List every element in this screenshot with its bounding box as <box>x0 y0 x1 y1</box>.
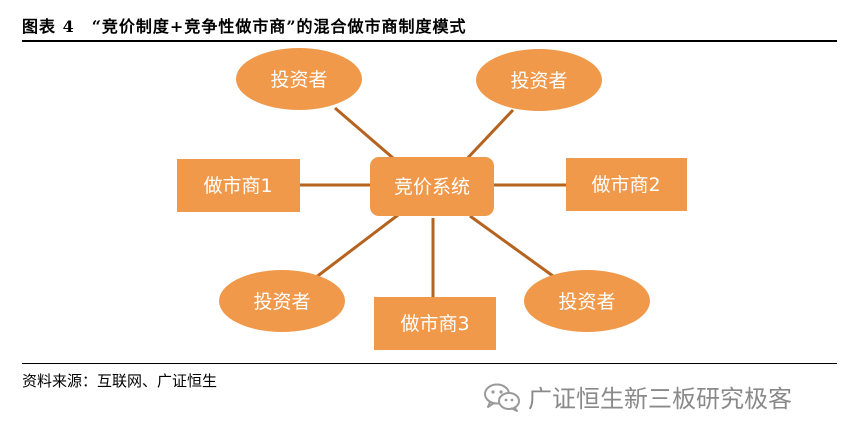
investor-top-left-label: 投资者 <box>270 69 327 91</box>
investor-bottom-right-label: 投资者 <box>558 291 615 313</box>
market-maker-3-node: 做市商3 <box>374 297 496 350</box>
investor-bottom-left-node: 投资者 <box>219 270 345 332</box>
top-rule <box>22 40 837 42</box>
wechat-icon <box>484 383 520 412</box>
connectors <box>300 106 567 297</box>
source-note: 资料来源：互联网、广证恒生 <box>22 372 218 390</box>
investor-top-right-node: 投资者 <box>476 49 602 111</box>
watermark-text: 广证恒生新三板研究极客 <box>528 385 792 413</box>
investor-bottom-right-node: 投资者 <box>524 270 650 332</box>
center-node-label: 竞价系统 <box>394 176 470 198</box>
figure-title: 图表 4 “竞价制度+竞争性做市商”的混合做市商制度模式 <box>22 17 467 36</box>
connector-investor-bottom-right <box>469 214 554 278</box>
market-maker-3-label: 做市商3 <box>400 313 469 335</box>
watermark: 广证恒生新三板研究极客 <box>482 379 792 414</box>
market-maker-2-node: 做市商2 <box>566 158 687 211</box>
bottom-rule <box>22 363 837 364</box>
center-node: 竞价系统 <box>370 157 494 216</box>
connector-investor-bottom-left <box>314 213 399 280</box>
investor-top-right-label: 投资者 <box>510 70 567 92</box>
market-maker-1-node: 做市商1 <box>177 159 300 212</box>
investor-top-left-node: 投资者 <box>236 48 362 110</box>
investor-bottom-left-label: 投资者 <box>253 291 310 313</box>
market-maker-2-label: 做市商2 <box>591 174 660 196</box>
connector-investor-top-right <box>460 108 515 166</box>
connector-investor-top-left <box>334 106 401 166</box>
market-maker-1-label: 做市商1 <box>203 175 272 197</box>
